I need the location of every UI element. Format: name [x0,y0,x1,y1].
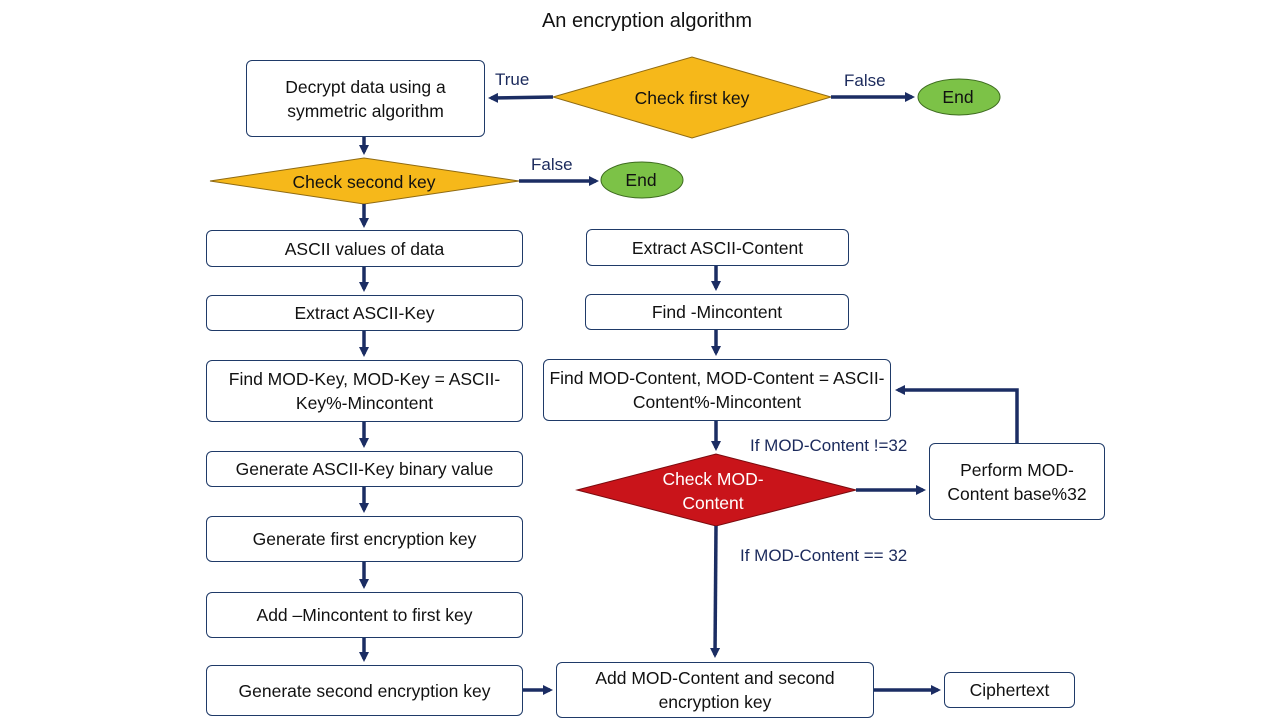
edge-label-false-1: False [844,71,886,90]
arrow-first-key-true [488,92,554,103]
node-find-mincontent: Find -Mincontent [585,294,849,330]
node-add-mod-content: Add MOD-Content and second encryption ke… [556,662,874,718]
node-gen-ascii-key-binary: Generate ASCII-Key binary value [206,451,523,487]
label-end-1: End [942,87,974,107]
diagram-title: An encryption algorithm [541,10,753,32]
label-check-second-key: Check second key [292,172,436,192]
edge-label-false-2: False [531,155,573,174]
label-check-first-key: Check first key [634,88,750,108]
node-ascii-values: ASCII values of data [206,230,523,267]
edge-label-true: True [495,70,530,89]
node-extract-ascii-content: Extract ASCII-Content [586,229,849,266]
arrow-perform-loop-back [895,385,1019,443]
node-find-mod-content: Find MOD-Content, MOD-Content = ASCII-Co… [543,359,891,421]
node-gen-first-key: Generate first encryption key [206,516,523,562]
label-check-mod-content: Check MOD-Content [662,469,764,513]
node-find-mod-key: Find MOD-Key, MOD-Key = ASCII-Key%-Minco… [206,360,523,422]
terminal-end-1 [917,78,1001,116]
edge-label-mod-eq-32: If MOD-Content == 32 [740,546,908,565]
terminal-end-2 [600,161,684,199]
label-end-2: End [625,170,657,190]
edge-label-mod-ne-32: If MOD-Content !=32 [750,436,908,455]
arrow-check-to-add [710,525,721,658]
node-ciphertext: Ciphertext [944,672,1075,708]
node-add-mincontent: Add –Mincontent to first key [206,592,523,638]
node-decrypt: Decrypt data using a symmetric algorithm [246,60,485,137]
node-perform-mod: Perform MOD-Content base%32 [929,443,1105,520]
node-gen-second-key: Generate second encryption key [206,665,523,716]
node-extract-ascii-key: Extract ASCII-Key [206,295,523,331]
